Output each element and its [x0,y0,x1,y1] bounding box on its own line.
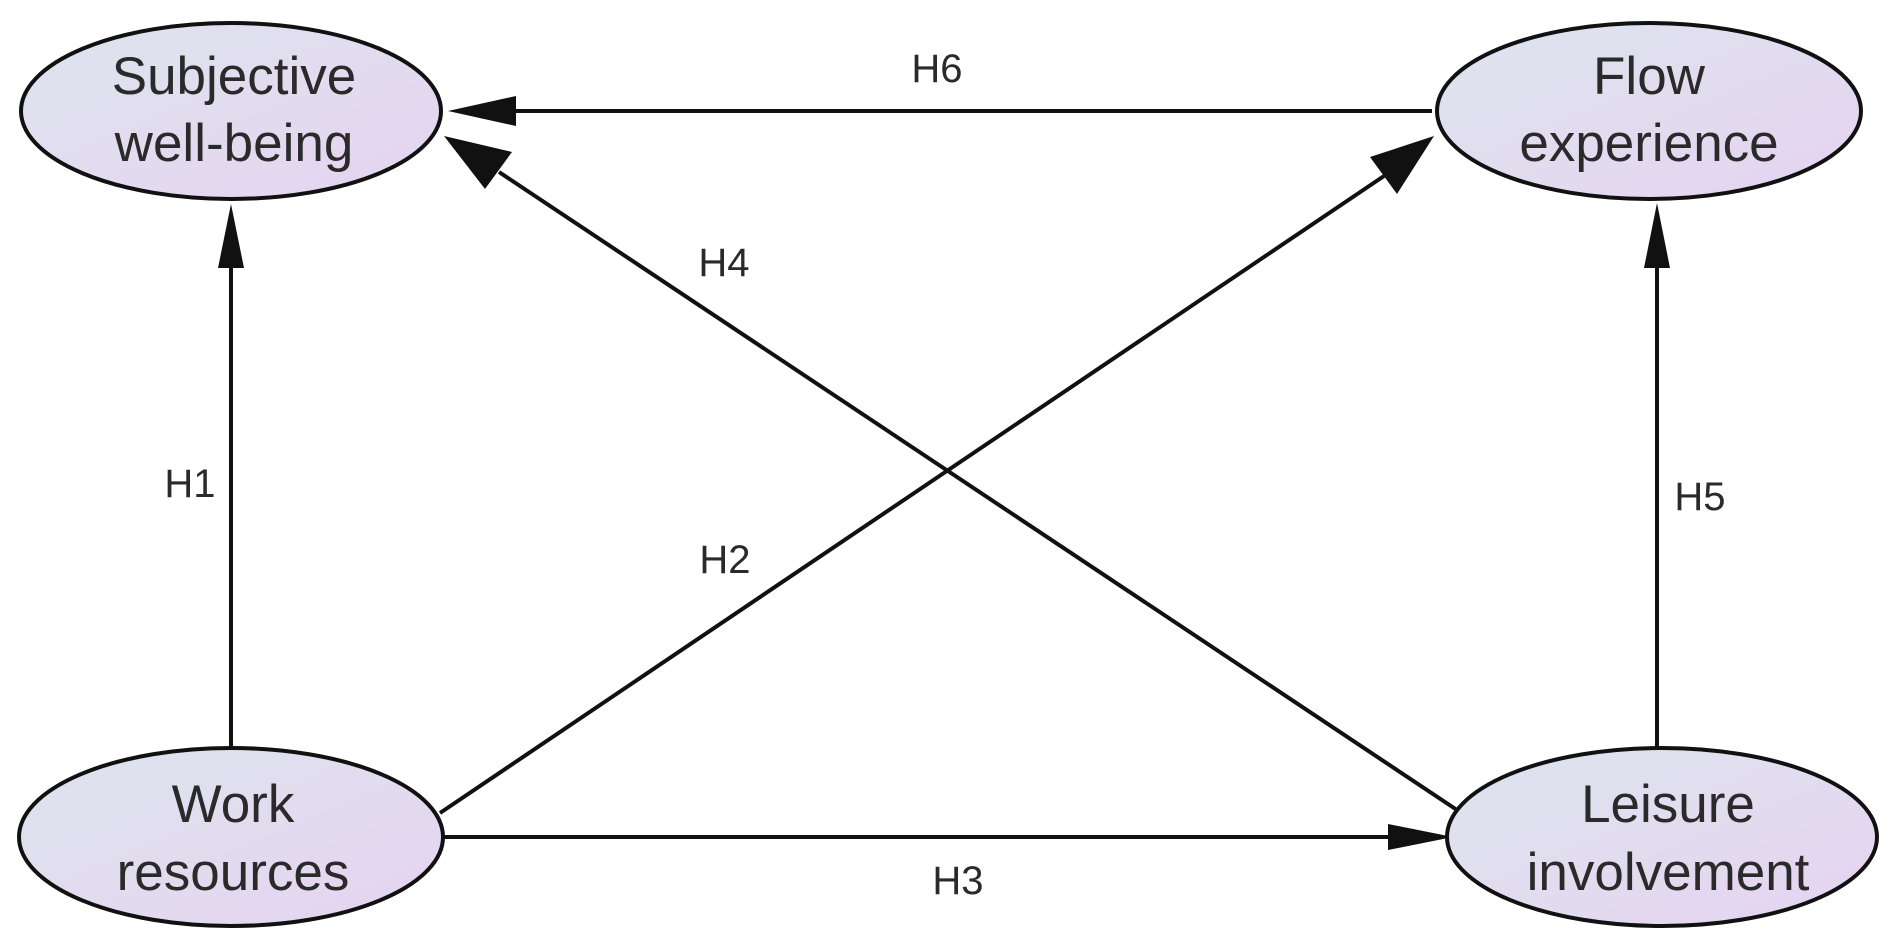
edge-h4 [444,136,1462,814]
node-leisure-involvement-line2: involvement [1527,843,1810,902]
edge-h6-label: H6 [911,47,962,91]
node-flow-experience-line2: experience [1519,114,1778,173]
node-work-resources: Work resources [17,746,445,928]
node-work-resources-ellipse [17,746,445,928]
edge-h6 [448,96,1432,126]
edge-h2-label: H2 [699,538,750,582]
edge-h3-label: H3 [932,859,983,903]
edge-h2-line [438,174,1386,815]
edge-h1 [218,204,244,747]
node-flow-experience: Flow experience [1435,21,1863,201]
node-work-resources-line2: resources [117,843,350,902]
edge-h1-arrowhead [218,204,244,268]
edge-h4-line [497,170,1462,814]
edge-h2 [438,136,1434,815]
node-leisure-involvement-line1: Leisure [1581,775,1755,834]
node-subjective-wellbeing-ellipse [19,21,443,201]
node-work-resources-line1: Work [172,775,295,834]
node-leisure-involvement-ellipse [1445,746,1879,928]
node-flow-experience-line1: Flow [1593,47,1706,106]
edge-h6-arrowhead [448,96,516,126]
node-subjective-wellbeing: Subjective well-being [19,21,443,201]
edge-h3-arrowhead [1388,824,1453,850]
edge-h5 [1644,203,1670,748]
edge-h2-arrowhead [1370,136,1434,194]
node-leisure-involvement: Leisure involvement [1445,746,1879,928]
edge-h3 [440,824,1453,850]
edge-h5-label: H5 [1674,475,1725,519]
node-subjective-wellbeing-line1: Subjective [112,47,357,106]
edge-h1-label: H1 [164,462,215,506]
node-flow-experience-ellipse [1435,21,1863,201]
edge-h4-label: H4 [698,241,749,285]
edge-h5-arrowhead [1644,203,1670,268]
node-subjective-wellbeing-line2: well-being [114,114,354,173]
edge-h4-arrowhead [444,136,512,189]
